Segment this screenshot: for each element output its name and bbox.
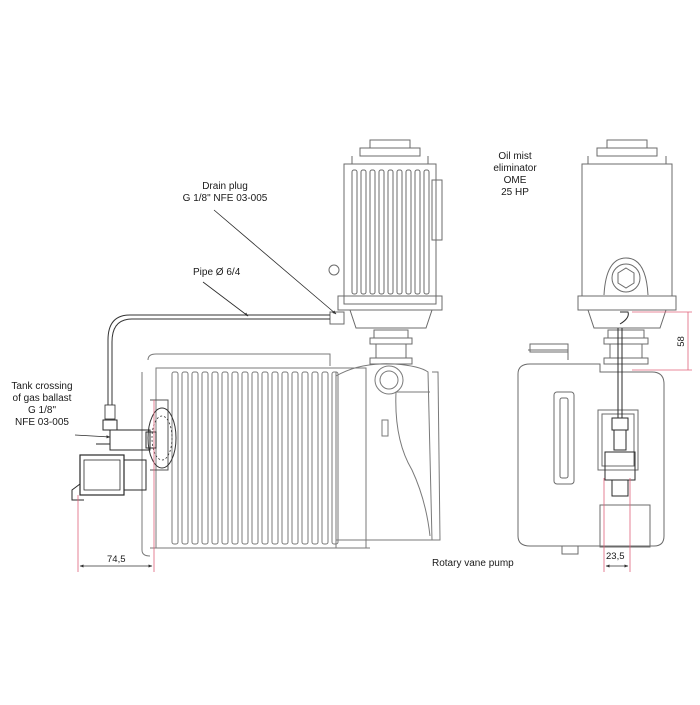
pipe xyxy=(107,314,330,405)
cooling-fin xyxy=(181,371,189,545)
eliminator-rib xyxy=(405,169,412,295)
oil-mist-line-4: 25 HP xyxy=(501,187,529,198)
drain-plug-label: Drain plug G 1/8" NFE 03-005 xyxy=(170,181,280,205)
cooling-fin xyxy=(271,371,279,545)
gas-ballast-valve xyxy=(71,399,177,501)
cooling-fin xyxy=(321,371,329,545)
drain-plug-line-1: Drain plug xyxy=(202,181,248,192)
cooling-fin xyxy=(291,371,299,545)
oil-mist-eliminator-label: Oil mist eliminator OME 25 HP xyxy=(480,151,550,199)
cooling-fin xyxy=(241,371,249,545)
eliminator-rib xyxy=(414,169,421,295)
cooling-fin xyxy=(261,371,269,545)
eliminator-ribs xyxy=(351,169,430,295)
eliminator-rib xyxy=(423,169,430,295)
cooling-fin xyxy=(301,371,309,545)
eliminator-rib xyxy=(369,169,376,295)
dimension-height: 58 xyxy=(675,336,687,347)
cooling-fin xyxy=(201,371,209,545)
end-view-fittings xyxy=(604,311,636,497)
pump-end-view xyxy=(517,139,677,555)
pump-side-view xyxy=(141,353,441,557)
tank-crossing-line-1: Tank crossing xyxy=(11,381,73,392)
leader-lines xyxy=(74,209,337,439)
tank-crossing-line-2: of gas ballast xyxy=(12,393,72,404)
drain-plug-line-2: G 1/8" NFE 03-005 xyxy=(182,193,268,204)
cooling-fin xyxy=(211,371,219,545)
eliminator-rib xyxy=(387,169,394,295)
cooling-fins xyxy=(171,371,339,545)
cooling-fin xyxy=(331,371,339,545)
oil-mist-line-1: Oil mist xyxy=(498,151,532,162)
dimension-right-width: 23,5 xyxy=(606,551,625,562)
oil-mist-line-2: eliminator xyxy=(493,163,537,174)
dimension-left-width: 74,5 xyxy=(107,554,126,565)
cooling-fin xyxy=(281,371,289,545)
cooling-fin xyxy=(221,371,229,545)
cooling-fin xyxy=(231,371,239,545)
tank-crossing-label: Tank crossing of gas ballast G 1/8" NFE … xyxy=(2,381,82,429)
oil-mist-eliminator-side xyxy=(328,139,443,365)
dimension-lines xyxy=(77,311,692,572)
pipe-label: Pipe Ø 6/4 xyxy=(193,267,241,278)
eliminator-rib xyxy=(360,169,367,295)
rotary-vane-pump-label: Rotary vane pump xyxy=(432,558,514,569)
eliminator-rib xyxy=(378,169,385,295)
oil-mist-line-3: OME xyxy=(503,175,527,186)
eliminator-rib xyxy=(396,169,403,295)
cooling-fin xyxy=(191,371,199,545)
cooling-fin xyxy=(251,371,259,545)
eliminator-rib xyxy=(351,169,358,295)
tank-crossing-line-3: G 1/8" xyxy=(27,405,56,416)
cooling-fin xyxy=(311,371,319,545)
tank-crossing-line-4: NFE 03-005 xyxy=(15,417,69,428)
